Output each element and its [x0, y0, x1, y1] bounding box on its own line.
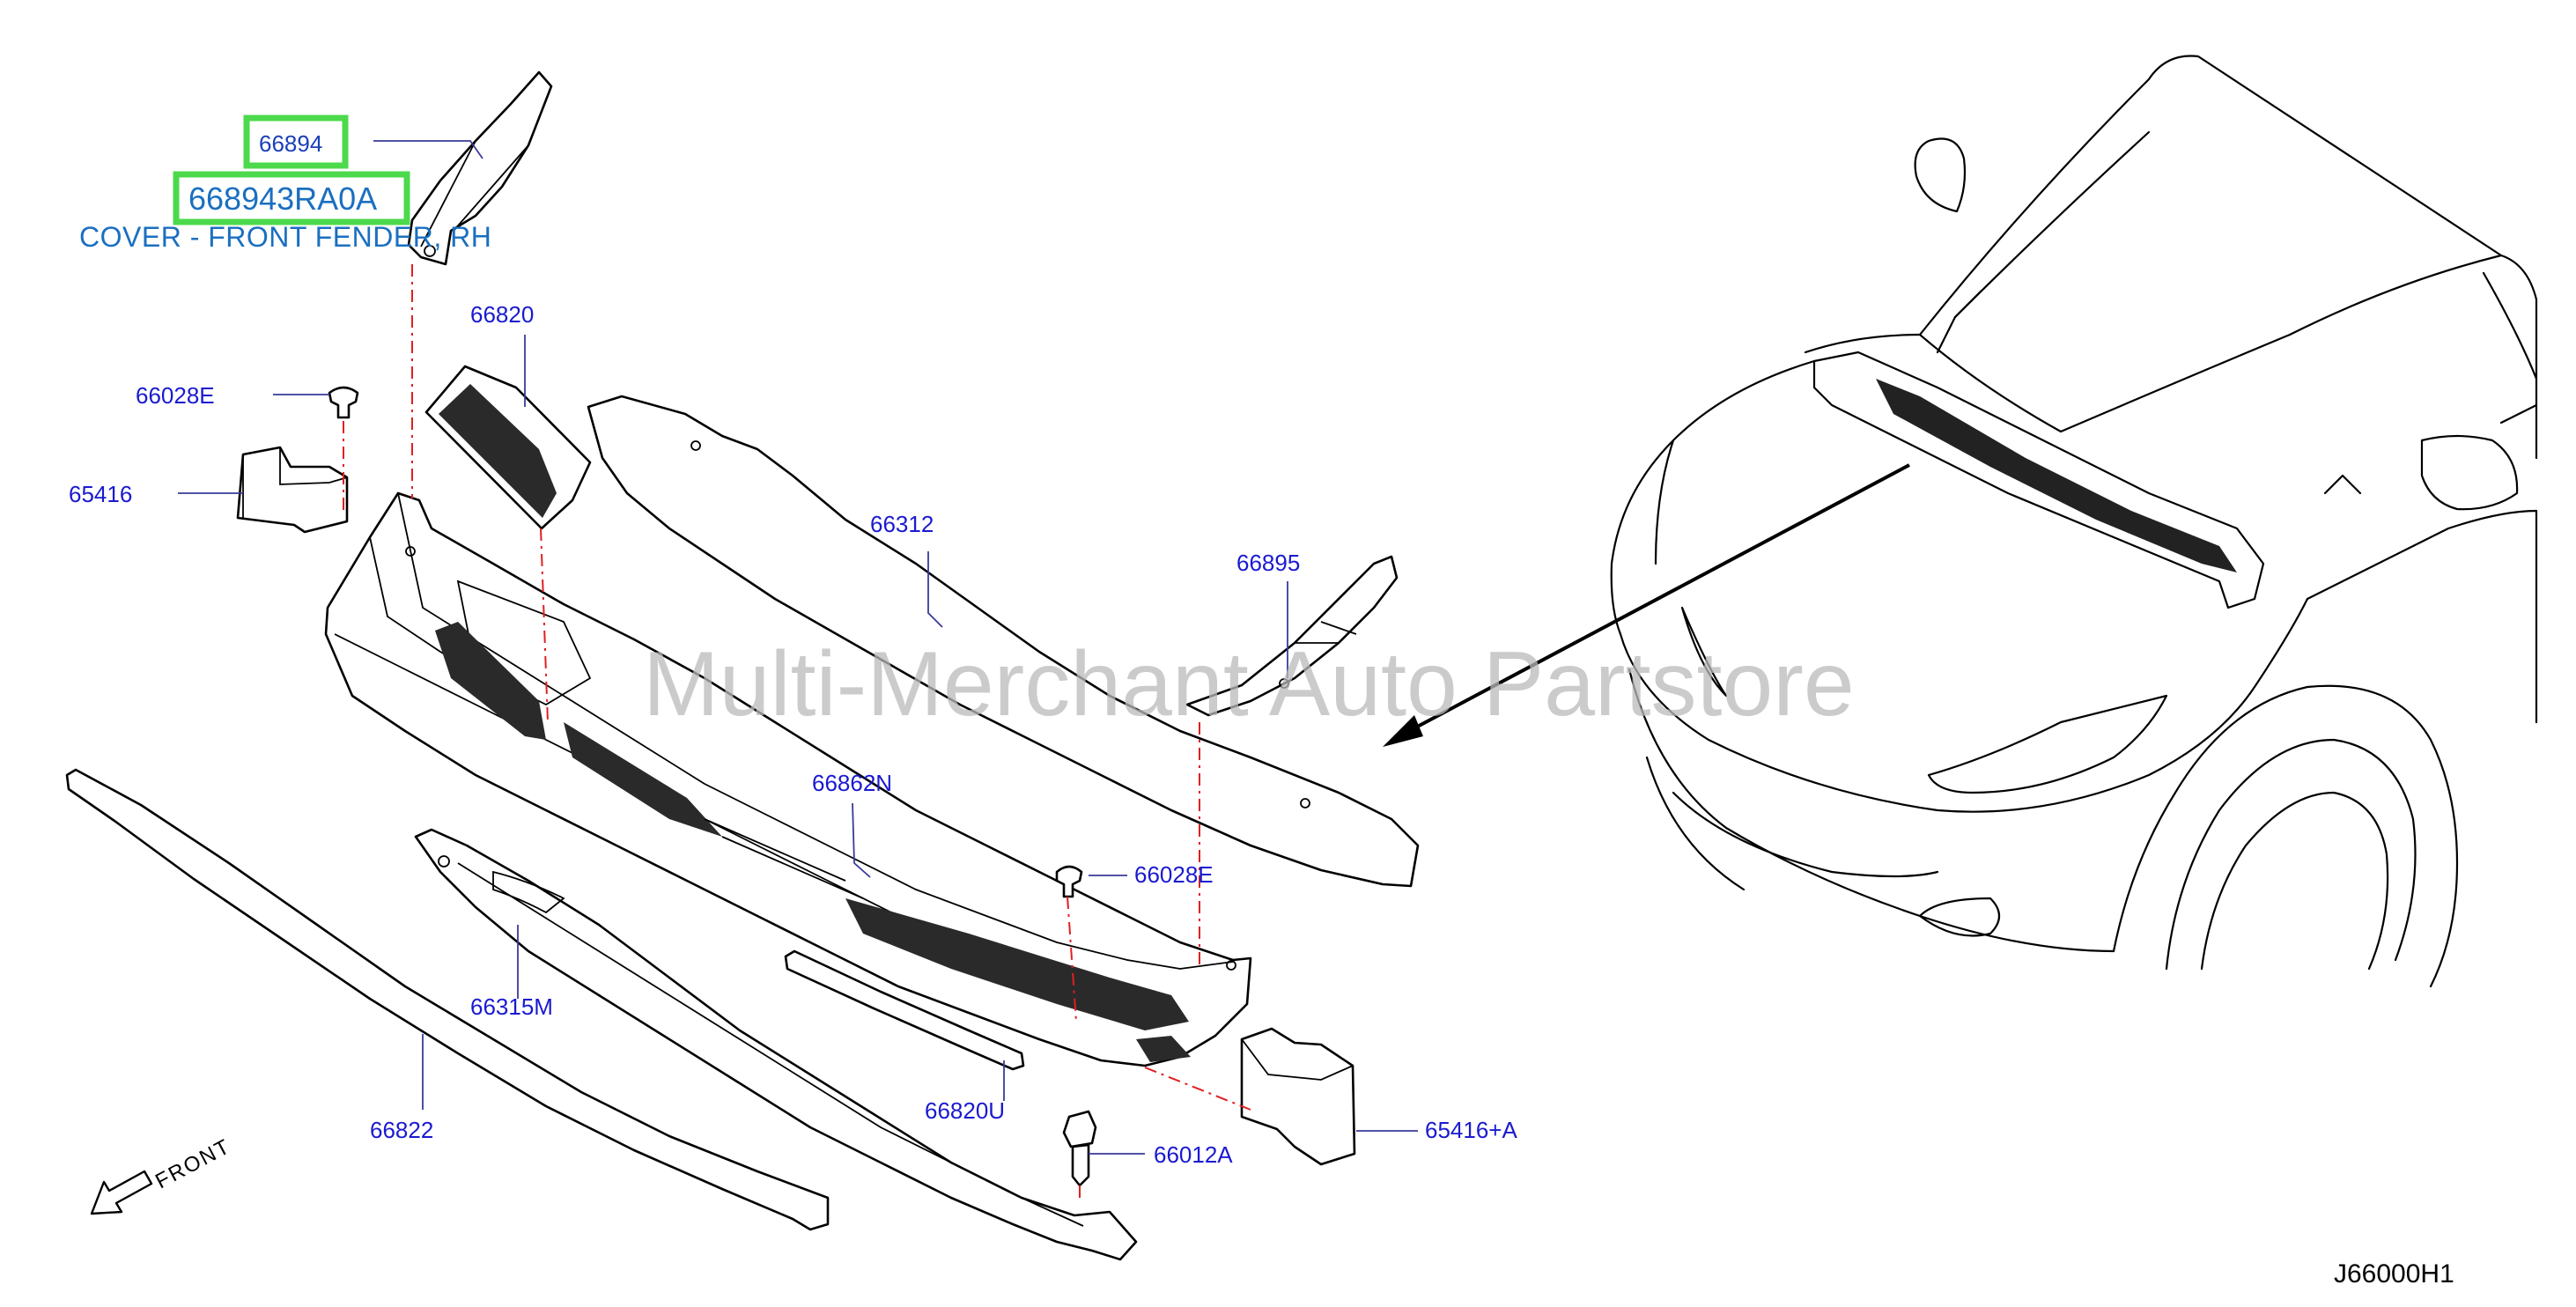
part-seal-65416-left — [236, 446, 349, 534]
assembly-lines — [343, 264, 1251, 1198]
part-clip-66028e-upper — [328, 386, 359, 419]
part-weatherstrip-66822 — [65, 768, 830, 1231]
callout-66012a[interactable]: 66012A — [1154, 1141, 1233, 1168]
part-bolt-66012a — [1062, 1110, 1097, 1187]
part-cowl-reinforcement-66315m — [414, 828, 1138, 1261]
callout-66312[interactable]: 66312 — [870, 511, 934, 537]
diagram-code: J66000H1 — [2334, 1259, 2454, 1289]
part-cowl-top-cover-left — [424, 365, 592, 530]
callout-66028e-upper[interactable]: 66028E — [136, 382, 215, 409]
callout-66895[interactable]: 66895 — [1236, 550, 1300, 576]
part-fender-cover-rh — [407, 70, 553, 266]
front-arrow-icon — [90, 1170, 153, 1215]
front-label: FRONT — [151, 1134, 234, 1193]
locator-arrow — [1383, 463, 1910, 747]
front-direction-indicator: FRONT — [90, 1134, 235, 1215]
callout-66894[interactable]: 66894 — [259, 130, 322, 157]
callout-66822[interactable]: 66822 — [370, 1117, 433, 1143]
part-fender-cover-lh — [1185, 555, 1399, 717]
callout-66028e-lower[interactable]: 66028E — [1134, 861, 1214, 888]
part-description: COVER - FRONT FENDER, RH — [79, 221, 491, 253]
highlight-callout-box — [243, 114, 349, 169]
callout-66820u[interactable]: 66820U — [925, 1097, 1005, 1124]
leader-lines — [178, 140, 1418, 1155]
part-cowl-panel-66862n — [324, 491, 1252, 1067]
callout-66315m[interactable]: 66315M — [470, 993, 553, 1020]
callout-65416-a[interactable]: 65416+A — [1425, 1117, 1517, 1143]
part-seal-65416-right — [1240, 1027, 1356, 1166]
watermark-text: Multi-Merchant Auto Partstore — [643, 633, 1855, 735]
callout-65416[interactable]: 65416 — [69, 481, 132, 507]
vehicle-locator-view — [1610, 55, 2538, 988]
callout-66862n[interactable]: 66862N — [812, 770, 892, 796]
part-number-668943ra0a[interactable]: 668943RA0A — [188, 181, 377, 217]
part-seal-strip-66820u — [784, 949, 1025, 1071]
callout-66820[interactable]: 66820 — [470, 301, 534, 328]
part-hood-seal-66312 — [587, 395, 1420, 888]
part-clip-66028e-lower — [1055, 865, 1083, 898]
highlight-part-number-box — [173, 171, 410, 225]
